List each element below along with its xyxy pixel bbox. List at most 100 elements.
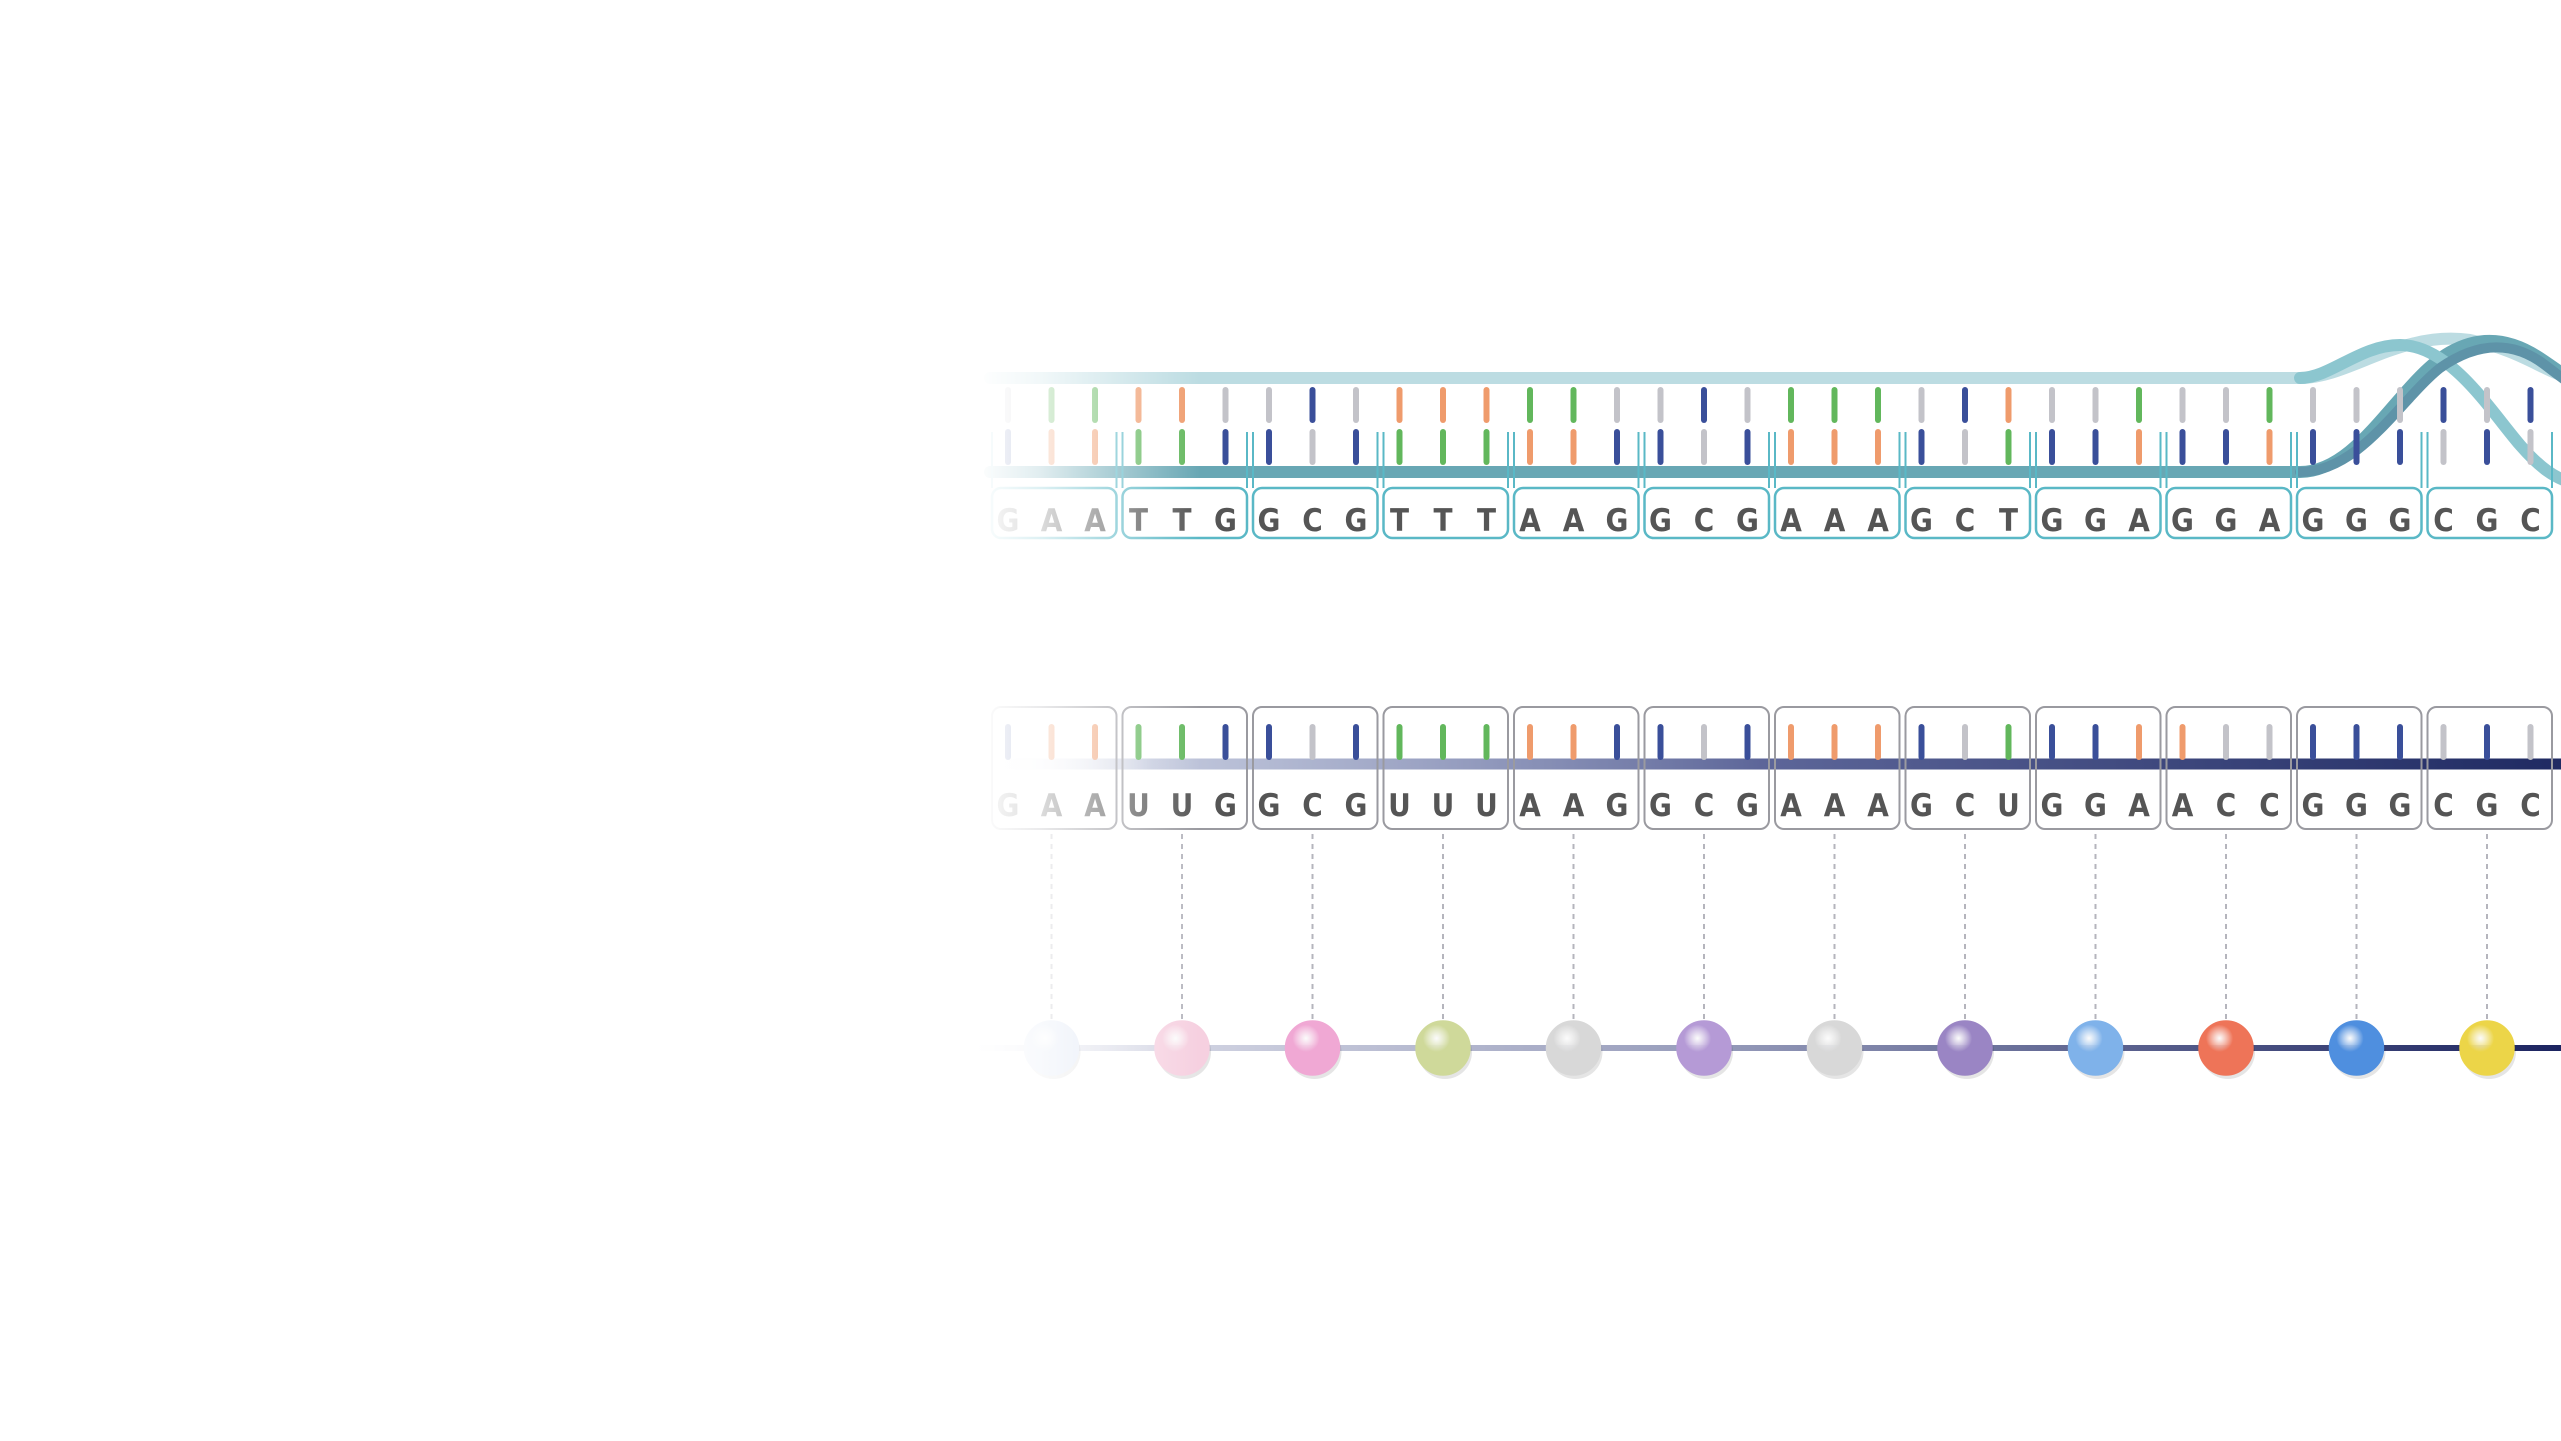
dna-base-letter: T bbox=[1390, 503, 1409, 539]
mrna-base-letter: G bbox=[997, 788, 1020, 824]
dna-base-letter: G bbox=[1910, 503, 1933, 539]
dna-base-letter: A bbox=[1041, 503, 1063, 539]
amino-acid-bead bbox=[1284, 1020, 1341, 1076]
dna-base-letter: T bbox=[1172, 503, 1191, 539]
mrna-base-letter: U bbox=[1997, 788, 2020, 824]
mrna-base-letter: G bbox=[1214, 788, 1237, 824]
dna-base-letter: A bbox=[1563, 503, 1585, 539]
codon-connectors bbox=[1050, 834, 2488, 1028]
dna-base-letter: T bbox=[1477, 503, 1496, 539]
dna-base-letter: G bbox=[997, 503, 1020, 539]
amino-acid-bead bbox=[1154, 1020, 1210, 1076]
dna-base-letter: G bbox=[1214, 503, 1237, 539]
mrna-base-letter: G bbox=[1606, 788, 1629, 824]
dna-base-letter: C bbox=[2433, 503, 2453, 539]
dna-backbone-strand-c bbox=[2295, 342, 2561, 477]
dna-codon-box bbox=[1512, 486, 1640, 540]
mrna-codon-box bbox=[2035, 706, 2162, 830]
mrna-codon-box bbox=[1774, 706, 1901, 830]
mrna-base-letter: U bbox=[1432, 788, 1455, 824]
dna-base-letter: G bbox=[1345, 503, 1368, 539]
dna-base-letter: A bbox=[2259, 503, 2281, 539]
mrna-base-letter: A bbox=[1084, 788, 1106, 824]
mrna-base-letter: A bbox=[1563, 788, 1585, 824]
dna-base-letter: G bbox=[2215, 503, 2238, 539]
amino-acid-bead bbox=[1937, 1020, 1993, 1076]
dna-base-letter: A bbox=[1867, 503, 1889, 539]
mrna-codon-box bbox=[1643, 706, 1770, 830]
dna-base-letter: C bbox=[1302, 503, 1322, 539]
mrna-base-letter: G bbox=[1258, 788, 1281, 824]
dna-codon-box bbox=[1251, 486, 1379, 540]
dna-codon-box bbox=[2034, 486, 2162, 540]
mrna-base-letter: C bbox=[1302, 788, 1322, 824]
amino-acid-bead bbox=[1415, 1020, 1471, 1076]
mrna-base-letter: C bbox=[2216, 788, 2236, 824]
dna-base-letter: G bbox=[2171, 503, 2194, 539]
dna-backbone-strand-b bbox=[2294, 338, 2561, 486]
dna-codon-box bbox=[2165, 486, 2293, 540]
dna-base-letter: G bbox=[2389, 503, 2412, 539]
mrna-base-letter: G bbox=[2389, 788, 2412, 824]
mrna-base-letter: U bbox=[1171, 788, 1194, 824]
dna-base-letter: C bbox=[1694, 503, 1714, 539]
dna-base-letter: G bbox=[2302, 503, 2325, 539]
mrna-base-letter: C bbox=[2259, 788, 2279, 824]
mrna-base-letter: U bbox=[1388, 788, 1411, 824]
mrna-base-letter: G bbox=[2302, 788, 2325, 824]
dna-base-letter: G bbox=[2476, 503, 2499, 539]
mrna-codon-box bbox=[1382, 706, 1509, 830]
dna-codon-box bbox=[2295, 486, 2423, 540]
dna-base-letter: A bbox=[1824, 503, 1846, 539]
mrna-base-letter: G bbox=[1910, 788, 1933, 824]
mrna-base-letter: U bbox=[1475, 788, 1498, 824]
dna-base-letter: C bbox=[1955, 503, 1975, 539]
mrna-base-letter: G bbox=[1736, 788, 1759, 824]
amino-acid-bead bbox=[1676, 1020, 1732, 1076]
mrna-codon-box bbox=[1513, 706, 1640, 830]
dna-base-letter: G bbox=[2041, 503, 2064, 539]
mrna-base-letter: C bbox=[2433, 788, 2453, 824]
mrna-base-letter: G bbox=[1345, 788, 1368, 824]
mrna-base-letter: G bbox=[2476, 788, 2499, 824]
mrna-base-letter: G bbox=[2084, 788, 2107, 824]
amino-acid-bead bbox=[1806, 1020, 1863, 1076]
dna-base-letter: T bbox=[1433, 503, 1452, 539]
mrna-codon-box bbox=[2165, 706, 2292, 830]
mrna-base-letter: G bbox=[2041, 788, 2064, 824]
mrna-base-letter: A bbox=[2128, 788, 2150, 824]
dna-codon-box bbox=[1773, 486, 1901, 540]
amino-acid-chain bbox=[970, 1020, 2561, 1079]
mrna-codon-box bbox=[1904, 706, 2031, 830]
amino-acid-bead bbox=[2459, 1020, 2515, 1076]
dna-base-letter: G bbox=[2345, 503, 2368, 539]
mrna-base-letter: A bbox=[1519, 788, 1541, 824]
dna-codon-box bbox=[1382, 486, 1510, 540]
mrna-base-letter: G bbox=[2345, 788, 2368, 824]
dna-codon-box bbox=[2426, 486, 2554, 540]
dna-base-letter: A bbox=[2128, 503, 2150, 539]
dna-base-letter: C bbox=[2520, 503, 2540, 539]
dna-base-letter: G bbox=[1606, 503, 1629, 539]
mrna-base-letter: A bbox=[1780, 788, 1802, 824]
amino-acid-bead bbox=[1545, 1020, 1602, 1076]
amino-acid-bead bbox=[1023, 1020, 1080, 1076]
dna-base-letter: G bbox=[1649, 503, 1672, 539]
dna-base-letter: G bbox=[2084, 503, 2107, 539]
dna-codon-box bbox=[1904, 486, 2032, 540]
mrna-codon-box bbox=[2426, 706, 2553, 830]
dna-base-letter: T bbox=[1129, 503, 1148, 539]
amino-acid-bead bbox=[2067, 1020, 2124, 1076]
mrna-base-letter: A bbox=[1041, 788, 1063, 824]
mrna-base-letter: A bbox=[2172, 788, 2194, 824]
mrna-base-letter: U bbox=[1127, 788, 1150, 824]
amino-acid-bead bbox=[2198, 1020, 2254, 1076]
mrna-base-letter: A bbox=[1824, 788, 1846, 824]
dna-base-letter: A bbox=[1084, 503, 1106, 539]
dna-codon-box bbox=[1643, 486, 1771, 540]
dna-base-letter: A bbox=[1519, 503, 1541, 539]
